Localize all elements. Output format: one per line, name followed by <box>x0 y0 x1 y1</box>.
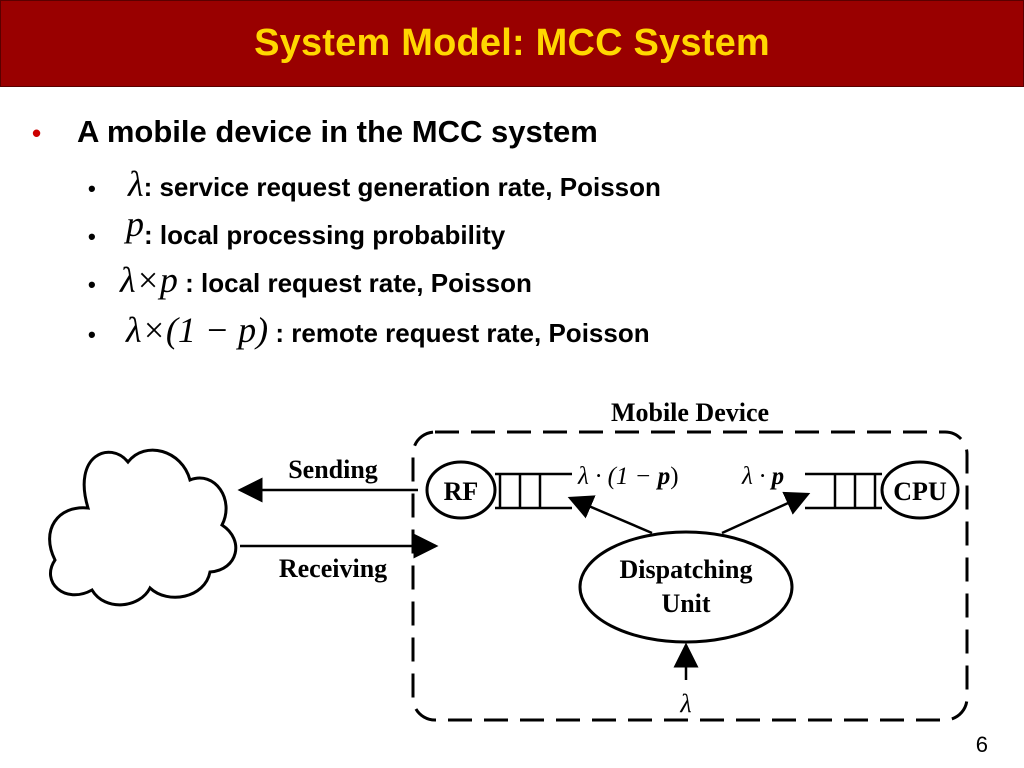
dispatching-unit-label-line1: Dispatching <box>620 555 753 584</box>
slide-title: System Model: MCC System <box>254 22 770 64</box>
dispatch-to-cpu-arrow <box>721 491 811 535</box>
math-expression: p <box>126 204 144 244</box>
mobile-device-boundary <box>411 430 969 722</box>
bullet-dot-icon: • <box>88 272 96 297</box>
sub-bullet-3: • λ×p : local request rate, Poisson <box>88 262 532 301</box>
cpu-label: CPU <box>893 477 947 506</box>
math-expression: λ×p <box>120 260 178 300</box>
page-number: 6 <box>975 732 988 757</box>
dispatching-unit-label-line2: Unit <box>661 589 710 618</box>
dispatching-unit-node <box>578 530 794 644</box>
rf-node <box>425 460 497 520</box>
sub-bullet-2: • p: local processing probability <box>88 206 506 253</box>
main-bullet-text: A mobile device in the MCC system <box>77 114 598 149</box>
rf-label: RF <box>444 477 479 506</box>
mcc-system-diagram: Mobile Device Sending Receiving RF CPU λ… <box>48 398 969 722</box>
sub-bullet-text: : remote request rate, Poisson <box>268 318 650 348</box>
sending-label: Sending <box>288 455 378 484</box>
bullet-dot-icon: • <box>88 176 96 201</box>
rf-queue <box>495 472 572 510</box>
sub-bullet-text: : local processing probability <box>144 220 506 250</box>
main-bullet: • A mobile device in the MCC system <box>32 112 598 153</box>
local-rate-label: λ · p <box>741 463 784 490</box>
input-rate-label: λ <box>679 689 691 718</box>
cpu-node <box>880 460 960 520</box>
receiving-label: Receiving <box>279 554 387 583</box>
sub-bullet-text: : local request rate, Poisson <box>177 268 532 298</box>
bullet-dot-icon: • <box>88 322 96 347</box>
math-expression: λ <box>128 164 144 204</box>
math-expression: λ×(1 − p) <box>126 310 269 350</box>
sub-bullet-1: • λ: service request generation rate, Poi… <box>88 166 661 205</box>
title-bar: System Model: MCC System <box>0 0 1024 87</box>
sub-bullet-4: • λ×(1 − p) : remote request rate, Poisso… <box>88 312 650 351</box>
bullet-dot-icon: • <box>32 118 42 148</box>
mobile-device-label: Mobile Device <box>611 398 769 427</box>
remote-rate-label: λ · (1 − p) <box>577 463 679 490</box>
sub-bullet-text: : service request generation rate, Poiss… <box>143 172 661 202</box>
bullet-dot-icon: • <box>88 224 96 249</box>
cpu-queue <box>805 472 882 510</box>
cloud-icon <box>48 448 238 607</box>
dispatch-to-rf-arrow <box>567 495 653 535</box>
